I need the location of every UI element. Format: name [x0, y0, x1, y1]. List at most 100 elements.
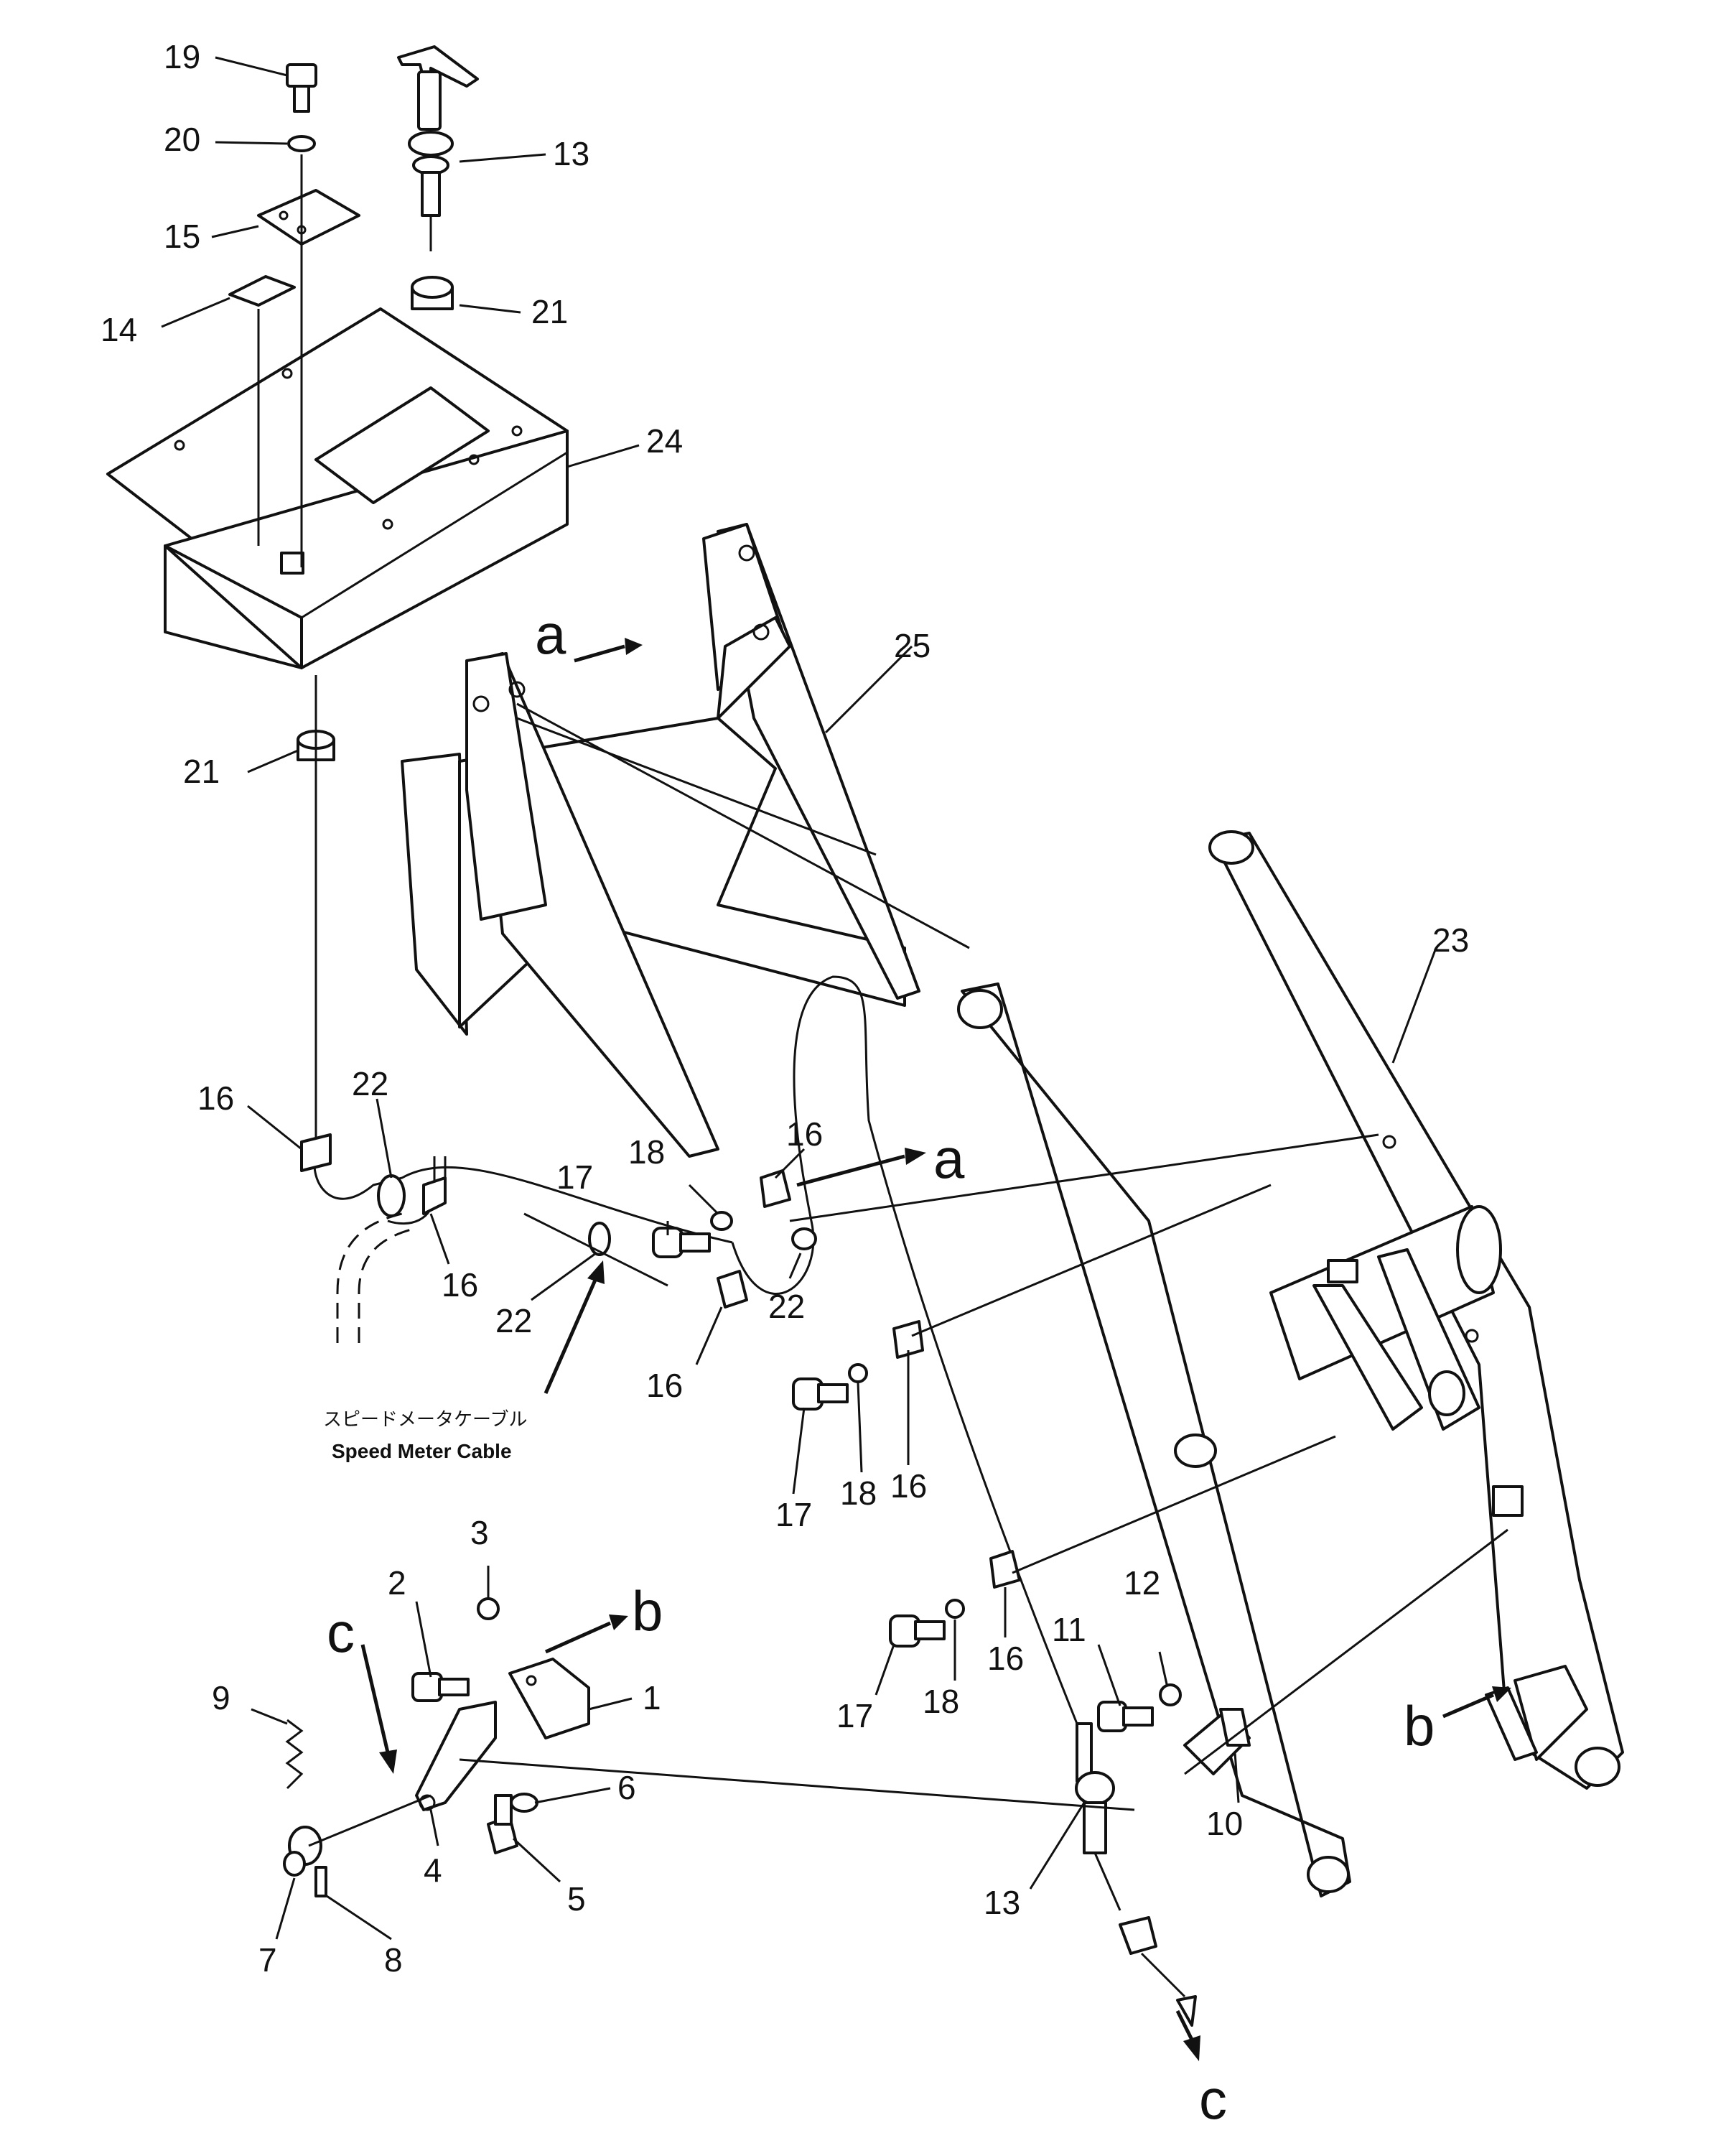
- callout-6: 6: [617, 1769, 636, 1806]
- callout-22-c: 22: [768, 1288, 805, 1325]
- washer-12: [1159, 1683, 1182, 1706]
- clamp-16-f: [989, 1550, 1021, 1589]
- leader-3: [1012, 1435, 1336, 1574]
- leader-2: [911, 1184, 1272, 1337]
- control-box: [106, 307, 569, 669]
- callout-18-c: 18: [923, 1683, 959, 1720]
- callout-3: 3: [470, 1514, 489, 1551]
- callout-24: 24: [646, 422, 683, 460]
- callout-1: 1: [643, 1679, 661, 1716]
- callout-13-top: 13: [553, 135, 589, 172]
- clamp-16-e: [892, 1320, 924, 1359]
- arrow-c-end: [1175, 2009, 1200, 2061]
- bolt-5: [487, 1794, 518, 1854]
- callout-13-bottom: 13: [984, 1884, 1020, 1921]
- leader-1: [789, 1133, 1379, 1222]
- spring-9: [285, 1719, 304, 1790]
- clamp-16-d: [717, 1270, 748, 1309]
- ref-c-start: c: [327, 1601, 355, 1664]
- bracket-10: [1183, 1708, 1251, 1775]
- leader-4: [1184, 1528, 1508, 1775]
- arrow-b-end: [1442, 1686, 1511, 1719]
- plate-15: [257, 189, 360, 246]
- ref-a-start: a: [535, 603, 566, 666]
- washer-18-c: [945, 1599, 965, 1619]
- callout-16-c: 16: [786, 1115, 823, 1153]
- bolt-17-a: [652, 1227, 711, 1258]
- callout-16-a: 16: [197, 1079, 234, 1117]
- bolt-11: [1097, 1701, 1154, 1732]
- callout-22-a: 22: [352, 1065, 388, 1102]
- callout-17-c: 17: [836, 1697, 873, 1734]
- cable-handle-13-top: [397, 45, 479, 251]
- callout-16-e: 16: [890, 1467, 927, 1505]
- callout-8: 8: [384, 1941, 403, 1979]
- plate-14: [228, 275, 296, 307]
- callout-16-f: 16: [987, 1640, 1024, 1677]
- washer-18-b: [848, 1363, 868, 1383]
- callout-15: 15: [164, 218, 200, 255]
- speed-meter-cable-path: [313, 1156, 733, 1244]
- clamp-16-a: [300, 1133, 332, 1172]
- callout-10: 10: [1206, 1805, 1243, 1842]
- callout-7: 7: [258, 1941, 277, 1979]
- callout-18-b: 18: [840, 1474, 877, 1512]
- clamp-16-c: [760, 1169, 791, 1208]
- callout-25: 25: [894, 627, 931, 664]
- cross-tube: [1269, 1135, 1502, 1431]
- callout-14: 14: [101, 311, 137, 348]
- callout-5: 5: [567, 1880, 586, 1918]
- arrow-c-start: [360, 1644, 397, 1774]
- callout-11: 11: [1052, 1611, 1086, 1648]
- grommet-21-top: [411, 276, 454, 310]
- washer-6: [510, 1793, 538, 1813]
- lever-4: [415, 1701, 497, 1811]
- pin-8: [314, 1866, 327, 1897]
- arrow-speed-meter: [544, 1260, 605, 1395]
- callout-16-d: 16: [646, 1367, 683, 1404]
- callout-17-b: 17: [775, 1496, 812, 1533]
- callout-20: 20: [164, 121, 200, 158]
- clamp-16-b: [422, 1176, 447, 1215]
- bolt-17-b: [792, 1377, 849, 1411]
- callout-16-b: 16: [442, 1266, 478, 1304]
- clamp-22-a: [377, 1174, 406, 1217]
- lift-arm-left: [957, 982, 1351, 1897]
- callout-4: 4: [424, 1851, 442, 1889]
- callout-18-a: 18: [628, 1133, 665, 1171]
- ref-c-end: c: [1199, 2068, 1227, 2131]
- lift-frame: [401, 523, 970, 1158]
- bracket-1: [508, 1658, 590, 1739]
- ref-b-start: b: [632, 1579, 663, 1642]
- cable-dashed-2: [358, 1227, 417, 1343]
- link-line-2: [459, 1758, 1135, 1811]
- bolt-19: [286, 63, 317, 113]
- callout-22-b: 22: [495, 1302, 532, 1339]
- clevis-7: [283, 1826, 322, 1877]
- callout-17-a: 17: [556, 1158, 593, 1196]
- arrow-b-start: [544, 1614, 628, 1654]
- cable-dashed-1: [336, 1212, 403, 1343]
- callout-9: 9: [212, 1679, 230, 1716]
- callout-21-top: 21: [531, 293, 568, 330]
- cable-end-13-bottom: [1075, 1722, 1197, 2027]
- callout-21-bottom: 21: [183, 753, 220, 790]
- bolt-17-c: [889, 1614, 946, 1648]
- callout-19: 19: [164, 38, 200, 75]
- washer-18-a: [710, 1211, 733, 1231]
- callout-12: 12: [1124, 1564, 1160, 1602]
- arrow-a-start: [574, 638, 643, 663]
- bolt-2: [411, 1672, 470, 1702]
- control-cable-path: [731, 975, 1078, 1724]
- ref-b-end: b: [1404, 1694, 1435, 1757]
- caption-jp: スピードメータケーブル: [323, 1409, 527, 1431]
- lift-arm-right: [1208, 830, 1624, 1790]
- bracket-b: [1485, 1485, 1588, 1761]
- washer-3: [477, 1597, 500, 1620]
- callout-leaders: [161, 56, 1437, 1941]
- clamp-22-c: [791, 1227, 817, 1250]
- arrow-a-end: [796, 1148, 926, 1187]
- caption-en: Speed Meter Cable: [332, 1440, 512, 1462]
